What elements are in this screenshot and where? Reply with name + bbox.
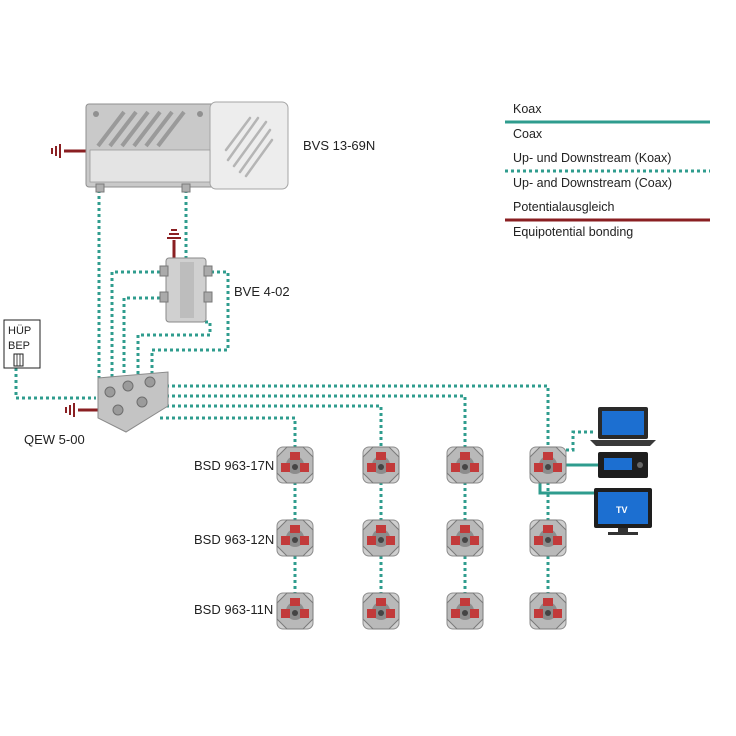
legend-koax-label: Koax — [513, 102, 542, 116]
tv-icon: TV — [594, 488, 652, 535]
wire-col-1 — [160, 416, 297, 448]
wire-splitter-out-3 — [150, 270, 230, 380]
wiring — [14, 149, 598, 594]
splitter-ground-icon — [166, 229, 182, 239]
bep-label: BEP — [8, 340, 30, 352]
socket-r3-c3 — [446, 592, 484, 630]
wire-splitter-out-1 — [110, 270, 166, 378]
socket-r2-c4 — [529, 519, 567, 557]
socket-grid: BSD 963-17N BSD 963-12N BSD 963-11N — [194, 446, 567, 630]
socket-r3-c2 — [362, 592, 400, 630]
ground-block-label: QEW 5-00 — [24, 432, 85, 447]
socket-r1-c4 — [529, 446, 567, 484]
receiver-icon — [598, 452, 648, 478]
amp-ground-icon — [51, 143, 61, 159]
legend-coax-label: Coax — [513, 127, 543, 141]
socket-r1-c2 — [362, 446, 400, 484]
amplifier-device — [85, 101, 289, 193]
socket-r2-c1 — [276, 519, 314, 557]
socket-r3-c1 — [276, 592, 314, 630]
splitter-device — [159, 257, 213, 323]
block-ground-icon — [65, 402, 75, 418]
wire-hup — [14, 368, 96, 400]
splitter-label: BVE 4-02 — [234, 284, 290, 299]
tv-label: TV — [616, 505, 628, 515]
legend: Koax Coax Up- und Downstream (Koax) Up- … — [505, 102, 710, 239]
wire-splitter-out-4 — [136, 320, 212, 380]
socket-row-3-label: BSD 963-11N — [194, 602, 273, 617]
legend-potential-de-label: Potentialausgleich — [513, 200, 615, 214]
wire-col-2 — [160, 404, 383, 448]
legend-potential-en-label: Equipotential bonding — [513, 225, 633, 239]
socket-r1-c1 — [276, 446, 314, 484]
legend-updown-de-label: Up- und Downstream (Koax) — [513, 151, 671, 165]
socket-r3-c4 — [529, 592, 567, 630]
socket-row-2-label: BSD 963-12N — [194, 532, 274, 547]
laptop-icon — [590, 407, 656, 446]
amplifier-label: BVS 13-69N — [303, 138, 375, 153]
socket-row-1-label: BSD 963-17N — [194, 458, 274, 473]
socket-r1-c3 — [446, 446, 484, 484]
socket-r2-c2 — [362, 519, 400, 557]
hup-box: HÜP BEP — [3, 319, 41, 369]
hup-label: HÜP — [8, 325, 31, 337]
ground-block-device — [97, 371, 169, 433]
socket-r2-c3 — [446, 519, 484, 557]
wire-splitter-out-2 — [122, 296, 166, 382]
wire-col-3 — [160, 394, 467, 448]
wire-to-laptop — [560, 430, 596, 452]
legend-updown-en-label: Up- and Downstream (Coax) — [513, 176, 672, 190]
